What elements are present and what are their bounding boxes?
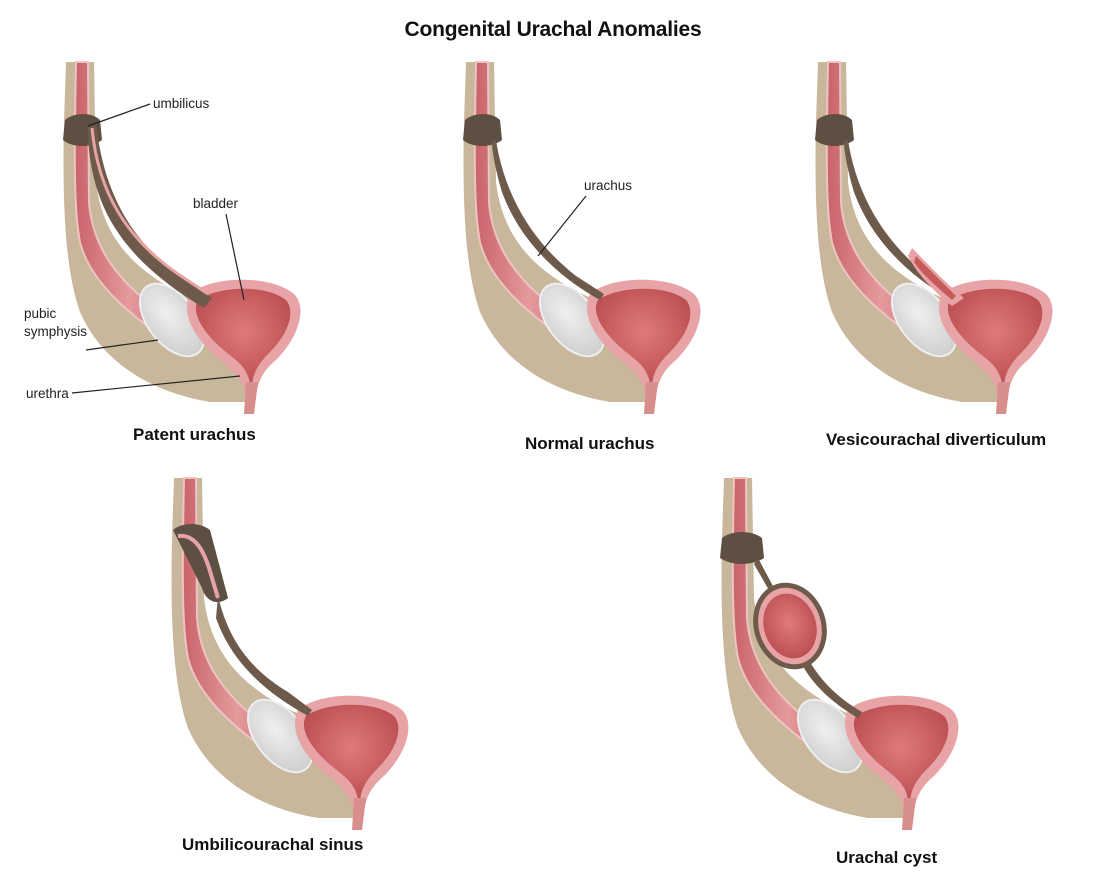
urachus-leader [538,196,586,256]
panel-patent-urachus [63,62,300,414]
caption-patent-urachus: Patent urachus [133,425,256,445]
label-symphysis: symphysis [24,324,87,340]
label-pubic: pubic [24,306,56,322]
panel-urachal-cyst [720,478,958,830]
caption-vesicourachal-diverticulum: Vesicourachal diverticulum [826,430,1046,450]
label-bladder: bladder [193,196,238,212]
panel-normal-urachus [463,62,700,414]
caption-umbilicourachal-sinus: Umbilicourachal sinus [182,835,363,855]
panel-umbilicourachal-sinus [172,478,409,830]
diagram-title: Congenital Urachal Anomalies [0,18,1106,42]
label-urachus: urachus [584,178,632,194]
umbilicus-leader [88,104,150,126]
panel-vesicourachal-diverticulum [815,62,1052,414]
caption-normal-urachus: Normal urachus [525,434,654,454]
label-urethra: urethra [26,386,69,402]
caption-urachal-cyst: Urachal cyst [836,848,937,868]
label-umbilicus: umbilicus [153,96,209,112]
